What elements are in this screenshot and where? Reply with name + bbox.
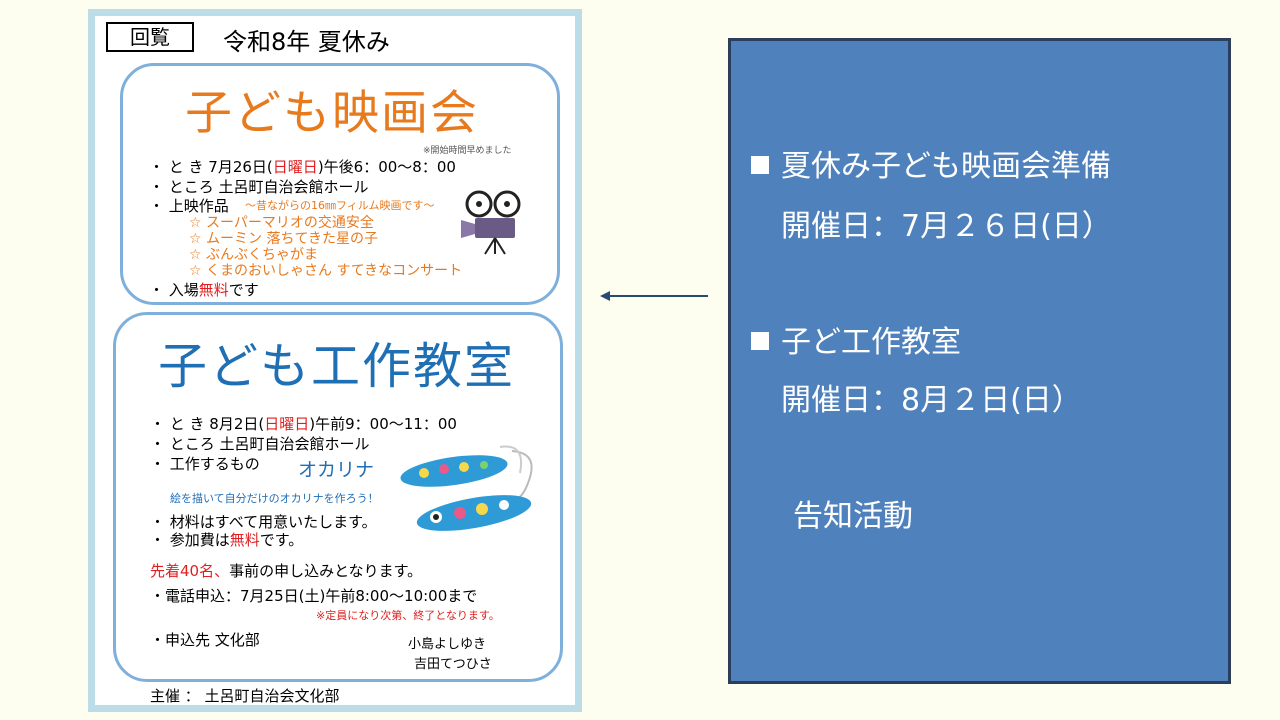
- summary-panel: 夏休み子ども映画会準備 開催日：7月２６日(日） 子ど工作教室 開催日：8月２日…: [728, 38, 1231, 684]
- craft-section: 子ども工作教室 ・ と き 8月2日(日曜日)午前9：00〜11：00 ・ とこ…: [113, 312, 563, 682]
- movie-title: 子ども映画会: [185, 86, 479, 141]
- craft-phone-note: ※定員になり次第、終了となります。: [316, 609, 500, 622]
- event-flyer: 回覧 令和8年 夏休み 子ども映画会 ※開始時間早めました ・ と き 7月26…: [88, 9, 582, 712]
- movie-work-1: ☆ スーパーマリオの交通安全: [189, 215, 374, 231]
- movie-works-subtitle: 〜昔ながらの16㎜フィルム映画です〜: [245, 199, 435, 212]
- movie-when: ・ と き 7月26日(日曜日)午後6：00〜8：00: [149, 158, 456, 176]
- craft-materials: ・ 材料はすべて用意いたします。: [150, 513, 377, 531]
- movie-where: ・ ところ 土呂町自治会館ホール: [149, 178, 369, 196]
- craft-capacity: 先着40名、事前の申し込みとなります。: [150, 562, 423, 580]
- square-bullet-icon: [751, 156, 769, 174]
- organizer: 主催 ： 土呂町自治会文化部: [150, 687, 340, 705]
- craft-when: ・ と き 8月2日(日曜日)午前9：00〜11：00: [150, 415, 457, 433]
- panel-item-1-title: 夏休み子ども映画会準備: [751, 141, 1111, 185]
- film-projector-icon: [461, 190, 521, 255]
- panel-item-2-date: 開催日：8月２日(日）: [781, 383, 1082, 418]
- movie-work-2: ☆ ムーミン 落ちてきた星の子: [189, 231, 379, 247]
- craft-item-label: ・ 工作するもの: [150, 455, 260, 473]
- panel-item-1-date: 開催日：7月２６日(日）: [781, 209, 1112, 244]
- movie-work-4: ☆ くまのおいしゃさん すてきなコンサート: [189, 263, 463, 279]
- craft-contact-label: ・申込先 文化部: [150, 631, 260, 649]
- flyer-header-title: 令和8年 夏休み: [223, 28, 390, 56]
- contact-person-2: 吉田てつひさ: [414, 657, 492, 672]
- movie-admission: ・ 入場無料です: [149, 281, 259, 299]
- craft-item-description: 絵を描いて自分だけのオカリナを作ろう！: [170, 492, 379, 505]
- craft-fee: ・ 参加費は無料です。: [150, 531, 304, 549]
- movie-work-3: ☆ ぶんぶくちゃがま: [189, 247, 319, 263]
- craft-item-name: オカリナ: [298, 459, 375, 481]
- circular-label: 回覧: [106, 22, 194, 52]
- ocarina-icon: [400, 445, 533, 531]
- craft-title: 子ども工作教室: [158, 338, 516, 395]
- movie-section: 子ども映画会 ※開始時間早めました ・ と き 7月26日(日曜日)午後6：00…: [120, 63, 560, 305]
- panel-item-2-title: 子ど工作教室: [751, 317, 961, 361]
- panel-footer: 告知活動: [793, 499, 913, 534]
- craft-phone-application: ・電話申込：7月25日(土)午前8:00〜10:00まで: [150, 587, 478, 605]
- movie-works-label: ・ 上映作品: [149, 197, 229, 215]
- left-arrow-icon: [600, 291, 708, 301]
- square-bullet-icon: [751, 332, 769, 350]
- craft-where: ・ ところ 土呂町自治会館ホール: [150, 435, 370, 453]
- start-time-note: ※開始時間早めました: [423, 146, 512, 156]
- contact-person-1: 小島よしゆき: [408, 637, 487, 652]
